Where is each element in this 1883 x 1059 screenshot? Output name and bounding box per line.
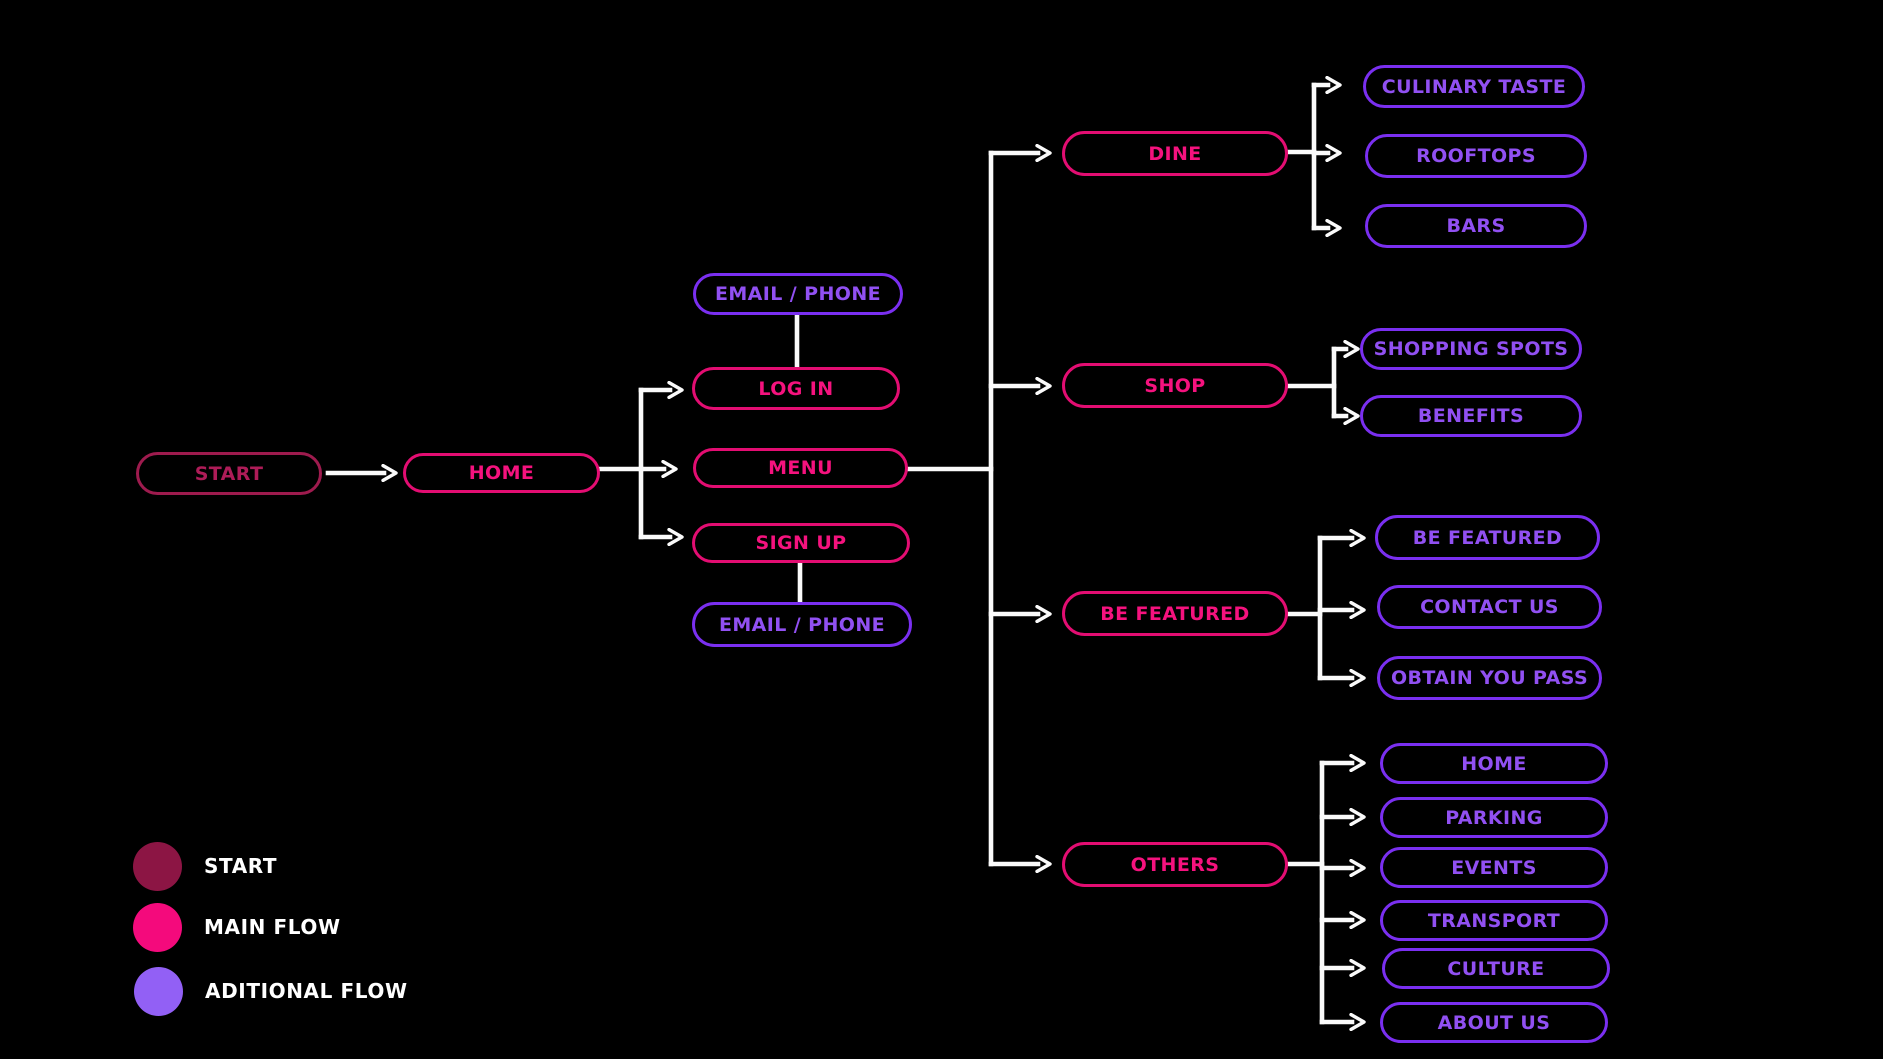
node-home: HOME	[403, 453, 600, 493]
edge-group	[325, 75, 1366, 1032]
node-contact-us: CONTACT US	[1377, 585, 1602, 629]
legend-item-start: START	[133, 841, 277, 891]
legend-label-main-flow: MAIN FLOW	[204, 915, 341, 939]
node-benefits: BENEFITS	[1360, 395, 1582, 437]
node-menu: MENU	[693, 448, 908, 488]
legend-dot-aditional-flow	[134, 966, 183, 1016]
node-about-us: ABOUT US	[1380, 1002, 1608, 1043]
node-home-2: HOME	[1380, 743, 1608, 784]
legend-dot-start	[133, 841, 182, 891]
node-parking: PARKING	[1380, 797, 1608, 838]
legend-item-aditional-flow: ADITIONAL FLOW	[134, 966, 408, 1016]
legend-label-start: START	[204, 854, 278, 878]
node-culture: CULTURE	[1382, 948, 1610, 989]
node-culinary-taste: CULINARY TASTE	[1363, 65, 1585, 108]
node-email-phone-top: EMAIL / PHONE	[693, 273, 903, 315]
node-email-phone-bottom: EMAIL / PHONE	[692, 602, 912, 647]
node-be-featured: BE FEATURED	[1062, 591, 1288, 636]
legend-item-main-flow: MAIN FLOW	[133, 902, 341, 952]
node-events: EVENTS	[1380, 847, 1608, 888]
node-shopping-spots: SHOPPING SPOTS	[1360, 328, 1582, 370]
node-obtain-you-pass: OBTAIN YOU PASS	[1377, 656, 1602, 700]
node-log-in: LOG IN	[692, 367, 900, 410]
node-rooftops: ROOFTOPS	[1365, 134, 1587, 178]
legend-dot-main-flow	[133, 902, 182, 952]
node-bars: BARS	[1365, 204, 1587, 248]
node-sign-up: SIGN UP	[692, 523, 910, 563]
node-shop: SHOP	[1062, 363, 1288, 408]
node-be-featured-2: BE FEATURED	[1375, 515, 1600, 560]
node-dine: DINE	[1062, 131, 1288, 176]
node-transport: TRANSPORT	[1380, 900, 1608, 941]
node-start: START	[136, 452, 322, 495]
node-others: OTHERS	[1062, 842, 1288, 887]
legend-label-aditional-flow: ADITIONAL FLOW	[205, 979, 408, 1003]
